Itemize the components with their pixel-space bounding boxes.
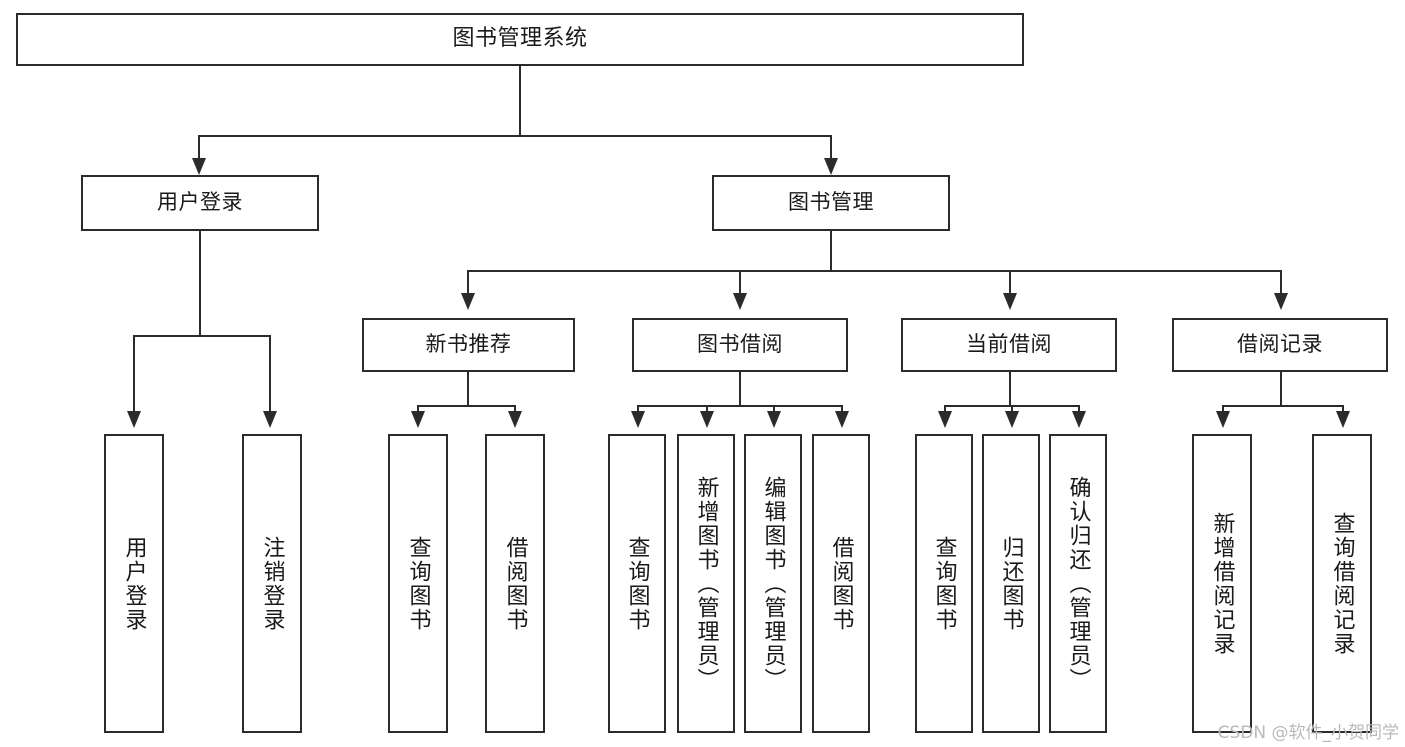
arrowhead-current-borrow <box>1003 293 1017 310</box>
arrowhead-br-query-record <box>1336 411 1350 428</box>
arrowhead-user-login <box>192 158 206 175</box>
node-label: 借阅图书 <box>828 535 854 632</box>
connector-borrow-record-bar <box>1222 405 1342 407</box>
arrowhead-br-add-record <box>1216 411 1230 428</box>
arrowhead-nb-query-book <box>411 411 425 428</box>
arrowhead-book-mgmt <box>824 158 838 175</box>
connector-bb-branch-2 <box>706 405 708 413</box>
leaf-bb-add-book[interactable]: 新增图书（管理员） <box>677 434 735 733</box>
connector-book-mgmt-branch-1 <box>467 270 469 295</box>
connector-bb-branch-1 <box>637 405 639 413</box>
node-label: 新书推荐 <box>425 332 512 357</box>
node-label: 借阅记录 <box>1237 332 1323 357</box>
connector-root-to-user-login <box>198 135 200 160</box>
connector-br-branch-2 <box>1342 405 1344 413</box>
arrowhead-cb-confirm-return <box>1072 411 1086 428</box>
node-book-management[interactable]: 图书管理 <box>712 175 950 231</box>
connector-book-mgmt-stem <box>830 231 832 270</box>
node-new-book-recommend[interactable]: 新书推荐 <box>362 318 575 372</box>
node-label: 查询图书 <box>405 535 431 632</box>
node-label: 查询图书 <box>624 535 650 632</box>
node-book-borrow[interactable]: 图书借阅 <box>632 318 848 372</box>
connector-book-mgmt-branch-3 <box>1009 270 1011 295</box>
leaf-logout[interactable]: 注销登录 <box>242 434 302 733</box>
node-label: 当前借阅 <box>966 332 1052 357</box>
arrowhead-nb-borrow-book <box>508 411 522 428</box>
leaf-bb-edit-book[interactable]: 编辑图书（管理员） <box>744 434 802 733</box>
leaf-br-query-record[interactable]: 查询借阅记录 <box>1312 434 1372 733</box>
node-label: 图书管理 <box>788 190 874 215</box>
connector-user-login-branch-1 <box>133 335 135 413</box>
connector-new-book-bar <box>417 405 515 407</box>
watermark-text: CSDN @软件_小贺同学 <box>1217 723 1399 743</box>
arrowhead-new-book-rec <box>461 293 475 310</box>
connector-new-book-branch-2 <box>514 405 516 413</box>
connector-book-mgmt-branch-2 <box>739 270 741 295</box>
connector-book-borrow-bar <box>637 405 842 407</box>
connector-br-branch-1 <box>1222 405 1224 413</box>
node-label: 新增借阅记录 <box>1209 511 1235 656</box>
arrowhead-bb-query-book <box>631 411 645 428</box>
connector-user-login-branch-2 <box>269 335 271 413</box>
arrowhead-cb-query-book <box>938 411 952 428</box>
arrowhead-bb-add-book <box>700 411 714 428</box>
node-label: 新增图书（管理员） <box>693 475 719 692</box>
connector-book-borrow-stem <box>739 372 741 405</box>
connector-cb-branch-2 <box>1011 405 1013 413</box>
leaf-user-login[interactable]: 用户登录 <box>104 434 164 733</box>
node-borrow-record[interactable]: 借阅记录 <box>1172 318 1388 372</box>
node-label: 查询图书 <box>931 535 957 632</box>
leaf-bb-query-book[interactable]: 查询图书 <box>608 434 666 733</box>
node-user-login[interactable]: 用户登录 <box>81 175 319 231</box>
connector-book-mgmt-bar <box>467 270 1280 272</box>
node-label: 图书借阅 <box>697 332 783 357</box>
node-label: 借阅图书 <box>502 535 528 632</box>
connector-new-book-stem <box>467 372 469 405</box>
arrowhead-leaf-logout <box>263 411 277 428</box>
leaf-cb-query-book[interactable]: 查询图书 <box>915 434 973 733</box>
connector-user-login-bar <box>133 335 269 337</box>
connector-cb-branch-3 <box>1078 405 1080 413</box>
node-label: 用户登录 <box>157 190 243 215</box>
arrowhead-book-borrow <box>733 293 747 310</box>
arrowhead-bb-edit-book <box>767 411 781 428</box>
node-label: 图书管理系统 <box>452 26 588 52</box>
leaf-bb-borrow-book[interactable]: 借阅图书 <box>812 434 870 733</box>
connector-root-to-book-mgmt <box>830 135 832 160</box>
node-label: 确认归还（管理员） <box>1065 475 1091 692</box>
leaf-cb-confirm-return[interactable]: 确认归还（管理员） <box>1049 434 1107 733</box>
arrowhead-cb-return-book <box>1005 411 1019 428</box>
connector-borrow-record-stem <box>1280 372 1282 405</box>
leaf-nb-borrow-book[interactable]: 借阅图书 <box>485 434 545 733</box>
connector-root-stem <box>519 66 521 135</box>
connector-user-login-stem <box>199 231 201 335</box>
node-root-system[interactable]: 图书管理系统 <box>16 13 1024 66</box>
arrowhead-leaf-user-login <box>127 411 141 428</box>
connector-bb-branch-4 <box>841 405 843 413</box>
node-current-borrow[interactable]: 当前借阅 <box>901 318 1117 372</box>
connector-new-book-branch-1 <box>417 405 419 413</box>
connector-bb-branch-3 <box>773 405 775 413</box>
node-label: 归还图书 <box>998 535 1024 632</box>
leaf-cb-return-book[interactable]: 归还图书 <box>982 434 1040 733</box>
node-label: 注销登录 <box>259 535 285 632</box>
node-label: 查询借阅记录 <box>1329 511 1355 656</box>
node-label: 编辑图书（管理员） <box>760 475 786 692</box>
leaf-nb-query-book[interactable]: 查询图书 <box>388 434 448 733</box>
connector-book-mgmt-branch-4 <box>1280 270 1282 295</box>
connector-cb-branch-1 <box>944 405 946 413</box>
arrowhead-borrow-record <box>1274 293 1288 310</box>
connector-root-bar <box>198 135 830 137</box>
arrowhead-bb-borrow-book <box>835 411 849 428</box>
node-label: 用户登录 <box>121 535 147 632</box>
connector-current-borrow-stem <box>1009 372 1011 405</box>
leaf-br-add-record[interactable]: 新增借阅记录 <box>1192 434 1252 733</box>
